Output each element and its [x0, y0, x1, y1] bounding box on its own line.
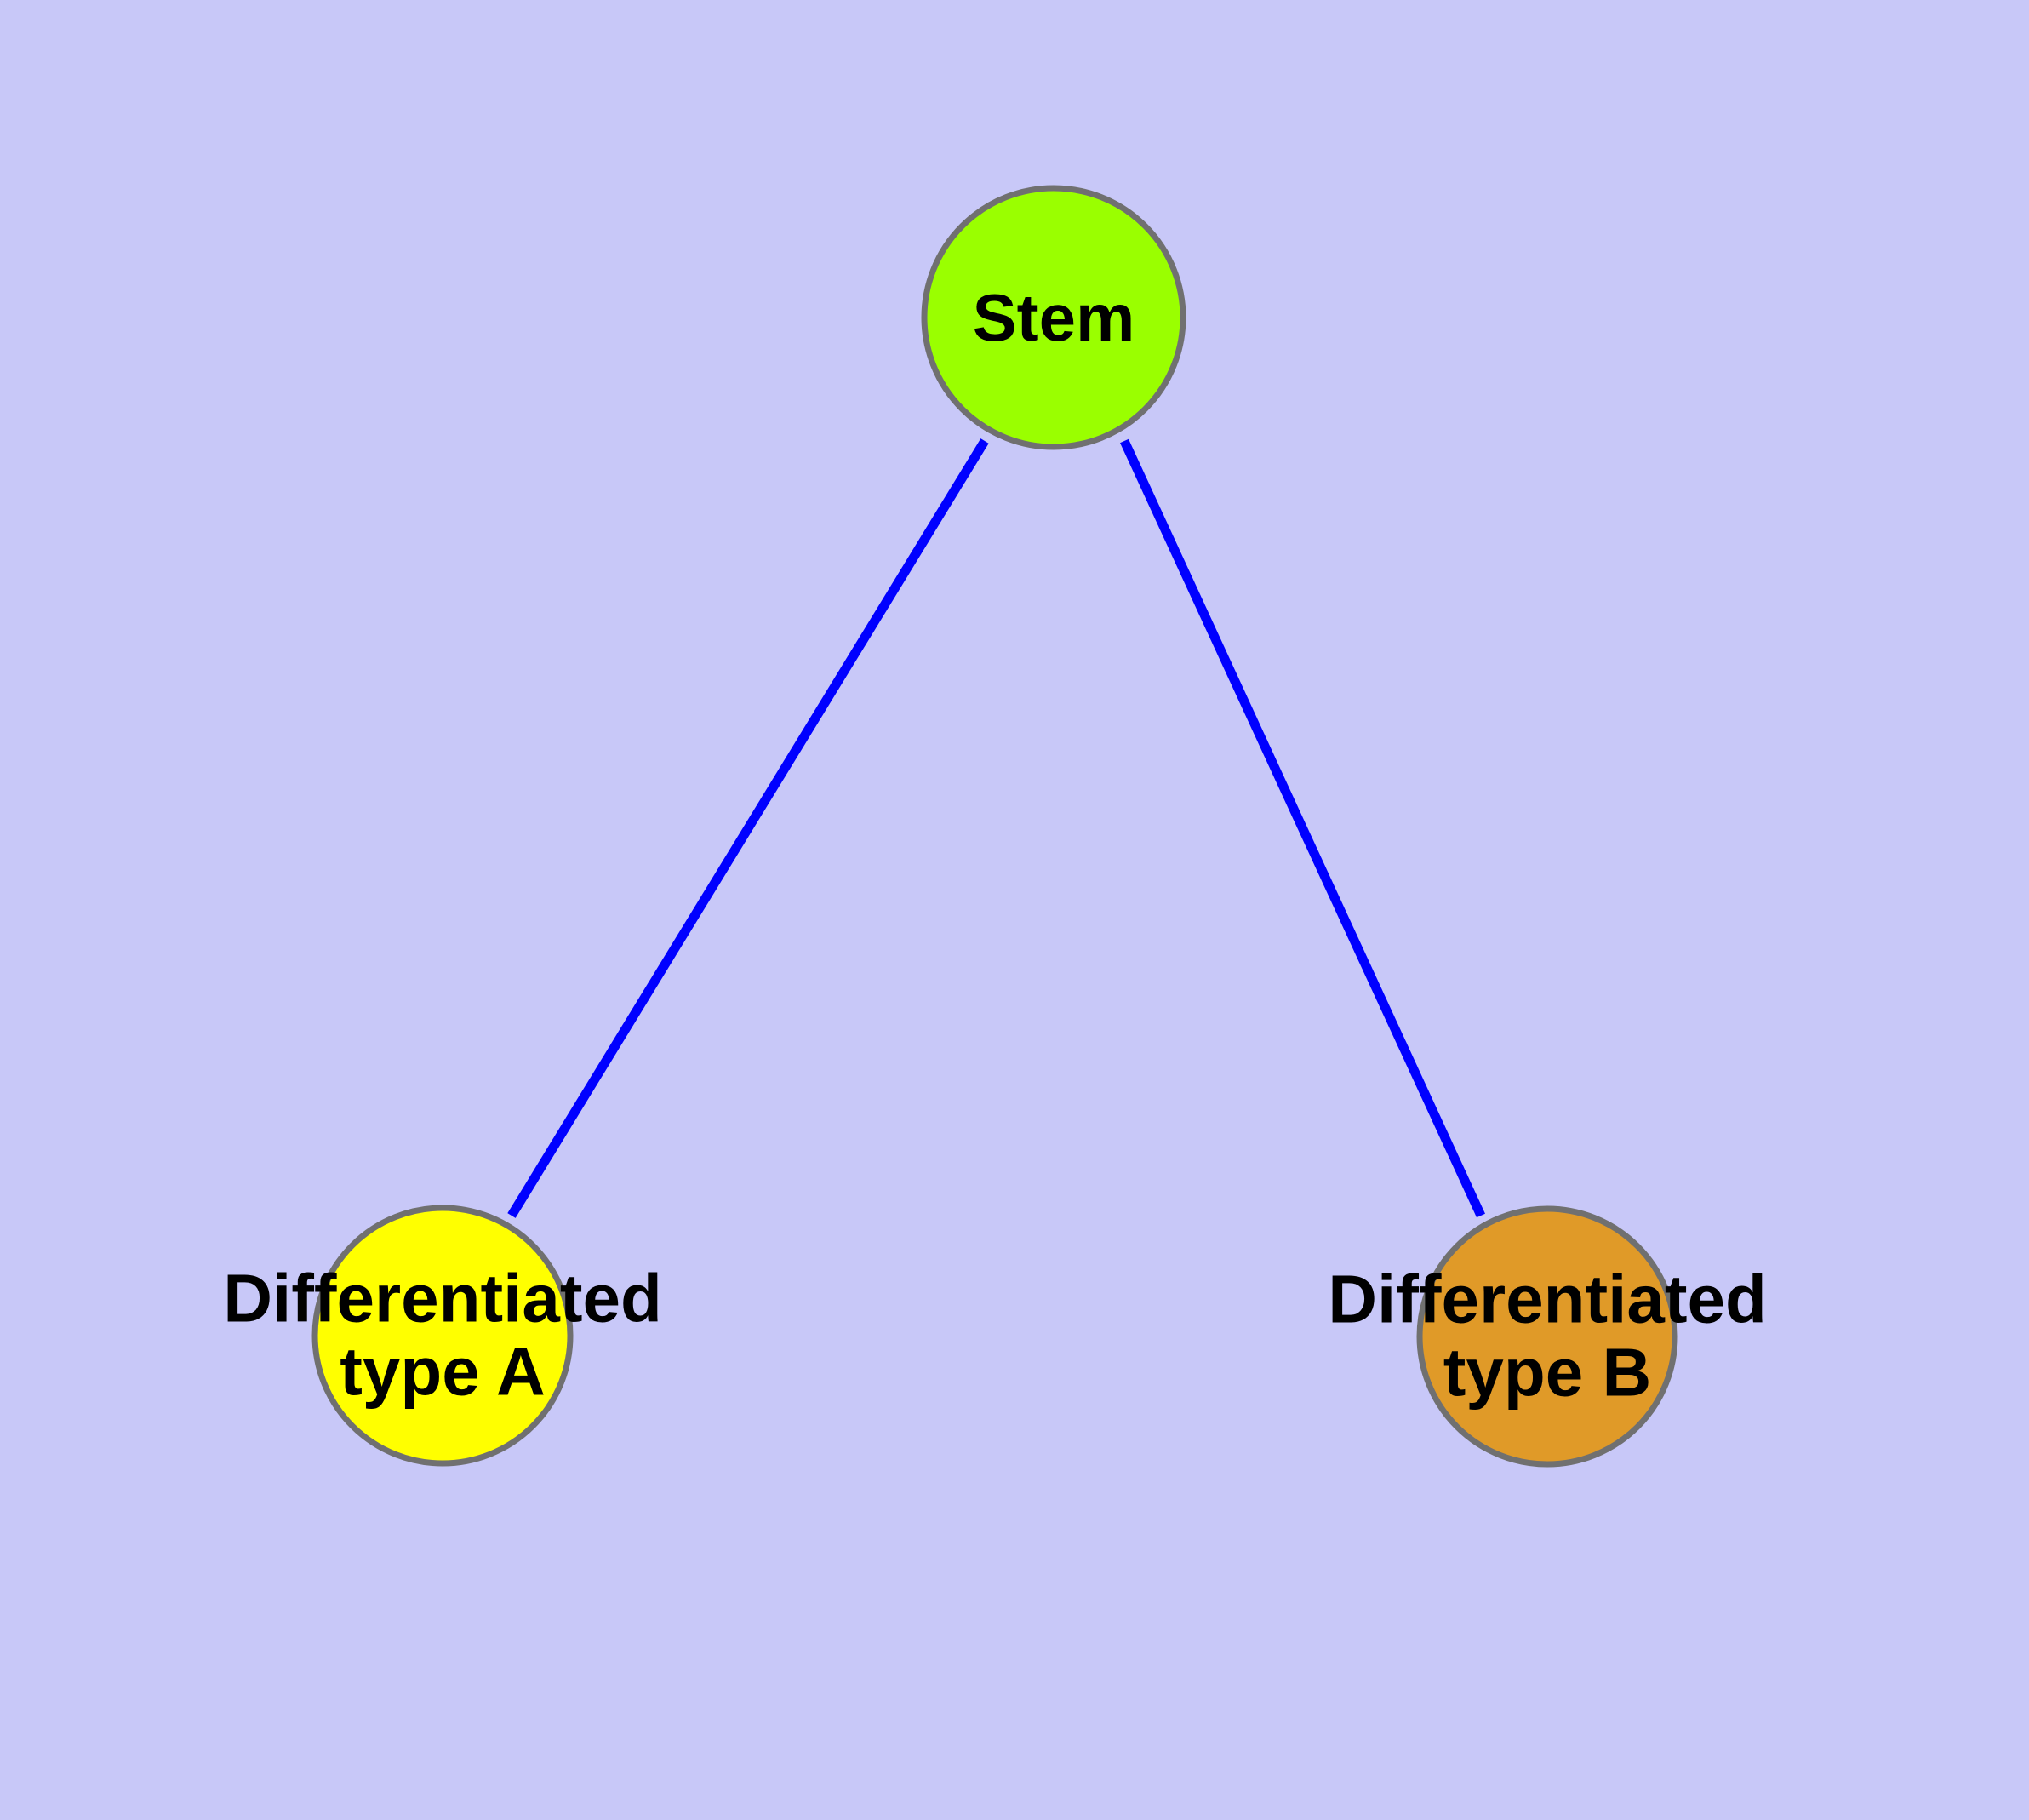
- node-diff_a[interactable]: [311, 1205, 574, 1467]
- node-stem[interactable]: [921, 185, 1186, 450]
- edges-group: [507, 438, 1485, 1218]
- nodes-group: [311, 185, 1678, 1468]
- edge-stem-diff_a[interactable]: [507, 438, 989, 1218]
- node-diff_b[interactable]: [1416, 1205, 1678, 1468]
- edge-stem-diff_b[interactable]: [1120, 438, 1485, 1218]
